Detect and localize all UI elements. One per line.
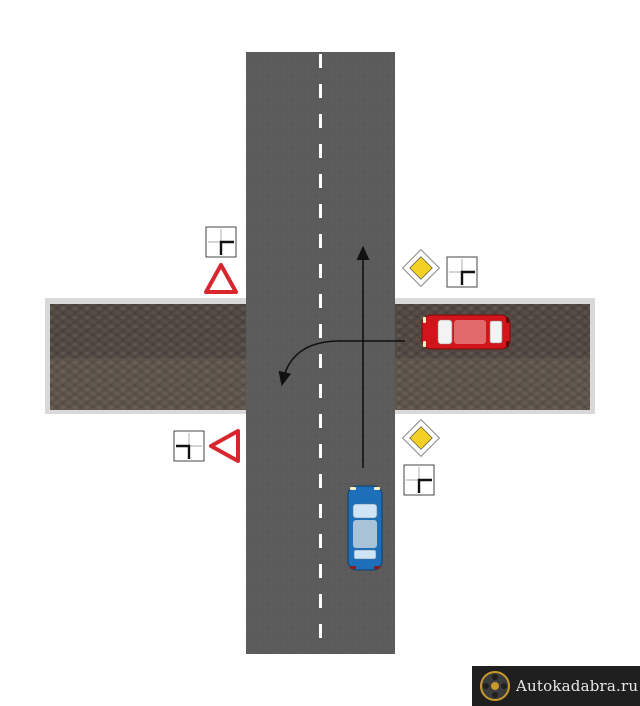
give-way-sign-bottom xyxy=(209,429,240,463)
road-layout-plate-right-bottom xyxy=(403,464,435,496)
center-line-dash xyxy=(319,534,322,548)
road-layout-plate-left-top xyxy=(205,226,237,258)
center-line-dash xyxy=(319,144,322,158)
center-line-dash xyxy=(319,204,322,218)
center-line-dash xyxy=(319,624,322,638)
center-line-dash xyxy=(319,564,322,578)
priority-road-sign-bottom xyxy=(401,418,441,458)
give-way-sign-top xyxy=(204,263,238,294)
center-line-markings xyxy=(319,54,322,638)
center-line-dash xyxy=(319,414,322,428)
road-layout-plate-left-bottom xyxy=(173,430,205,462)
center-line-dash xyxy=(319,324,322,338)
film-reel-icon xyxy=(480,671,510,701)
blue-car xyxy=(347,485,383,571)
center-line-dash xyxy=(319,504,322,518)
road-layout-plate-right-top xyxy=(446,256,478,288)
center-line-dash xyxy=(319,474,322,488)
center-line-dash xyxy=(319,444,322,458)
red-car-left-turn-path xyxy=(278,340,405,387)
watermark: Autokadabra.ru xyxy=(472,666,640,706)
center-line-dash xyxy=(319,174,322,188)
center-line-dash xyxy=(319,234,322,248)
watermark-text: Autokadabra.ru xyxy=(516,677,639,695)
priority-road-sign-top xyxy=(401,248,441,288)
center-line-dash xyxy=(319,264,322,278)
center-line-dash xyxy=(319,54,322,68)
vehicle-paths xyxy=(278,245,405,468)
center-line-dash xyxy=(319,354,322,368)
center-line-dash xyxy=(319,384,322,398)
center-line-dash xyxy=(319,84,322,98)
center-line-dash xyxy=(319,594,322,608)
center-line-dash xyxy=(319,114,322,128)
center-line-dash xyxy=(319,294,322,308)
red-car xyxy=(421,314,511,350)
